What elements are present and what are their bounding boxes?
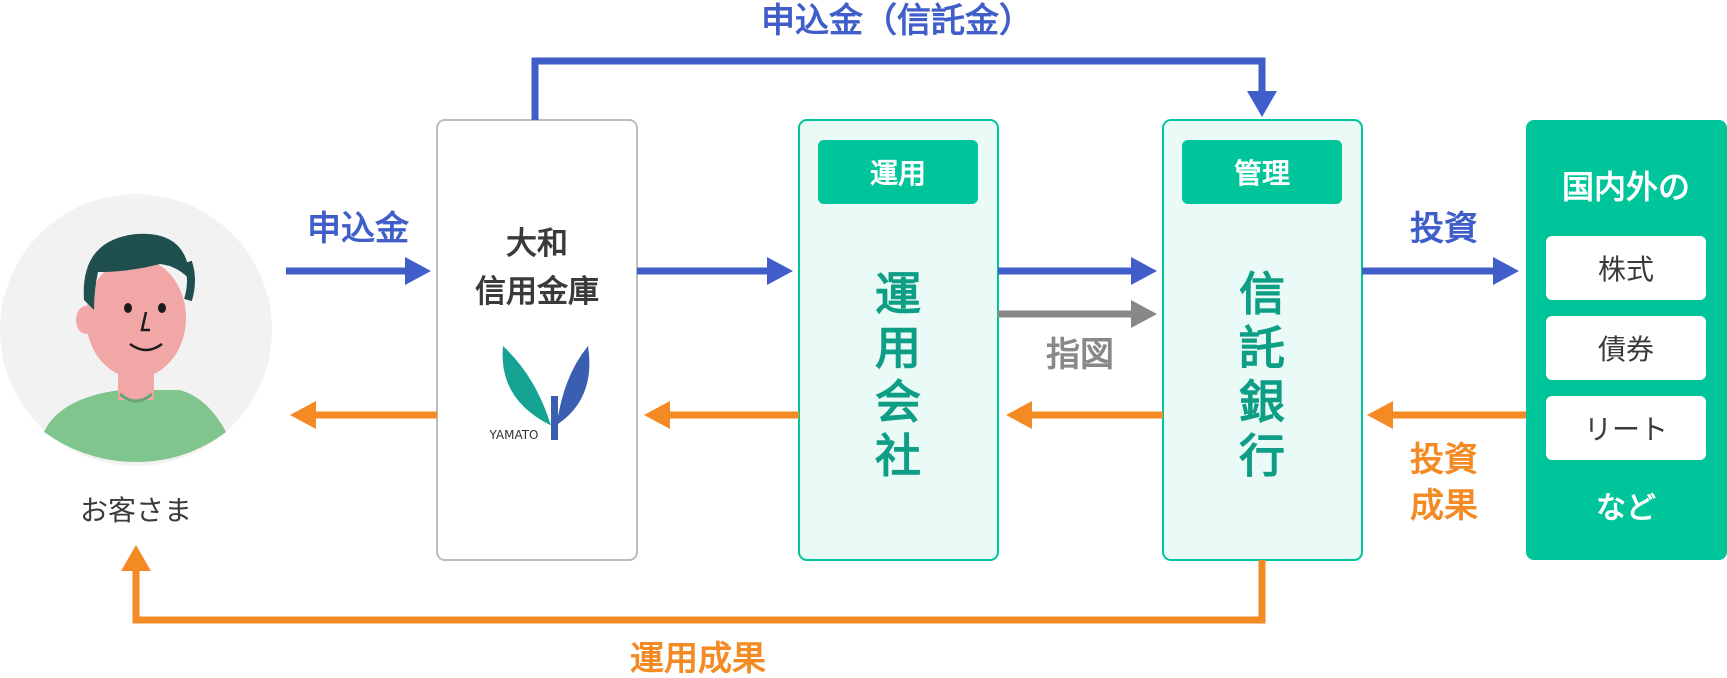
arrow-instruction [998,300,1157,328]
asset-mgmt-box [798,119,999,561]
arrow-assets-to-trust [1367,401,1526,429]
trust-bank-tag-bg [1182,140,1342,204]
arrow-asset-mgmt-to-bank [644,401,799,429]
trust-bank-name: 信託銀行 [1239,267,1285,483]
label-investment-result-2: 成果 [1410,486,1478,526]
label-application: 申込金 [307,209,410,249]
arrow-customer-to-bank [286,257,431,285]
asset-item-box [1546,316,1706,380]
arrow-trust-to-customer-bottom [121,545,1266,624]
asset-item-bonds: 債券 [1598,333,1654,366]
bank-logo-text: YAMATO [488,428,538,442]
customer-avatar [0,194,272,466]
assets-title: 国内外の [1562,168,1690,206]
asset-item-box [1546,396,1706,460]
arrow-bank-to-asset-mgmt [637,257,793,285]
asset-item-reit: リート [1584,413,1668,446]
label-investment: 投資 [1410,209,1478,249]
label-instruction: 指図 [1046,335,1114,375]
assets-footer: など [1596,491,1656,526]
bank-name-line2: 信用金庫 [475,274,599,310]
bank-name-line1: 大和 [506,226,568,262]
label-application-trust: 申込金（信託金） [761,1,1033,41]
asset-mgmt-name: 運用会社 [875,267,921,483]
asset-mgmt-tag: 運用 [870,157,926,190]
arrow-trust-to-asset-mgmt [1006,401,1163,429]
asset-item-stocks: 株式 [1598,253,1654,286]
asset-mgmt-tag-bg [818,140,978,204]
arrow-asset-mgmt-to-trust [998,257,1157,285]
label-investment-result-1: 投資 [1410,440,1478,480]
person-avatar-icon [44,233,226,462]
asset-item-box [1546,236,1706,300]
bank-box [436,119,638,561]
label-operation-result: 運用成果 [630,639,766,678]
arrow-bank-to-trust-top [531,57,1277,120]
yamato-leaf-logo [502,346,590,440]
arrow-trust-to-assets [1362,257,1519,285]
arrow-bank-to-customer [290,401,437,429]
trust-bank-tag: 管理 [1234,157,1290,190]
customer-label: お客さま [80,494,192,527]
